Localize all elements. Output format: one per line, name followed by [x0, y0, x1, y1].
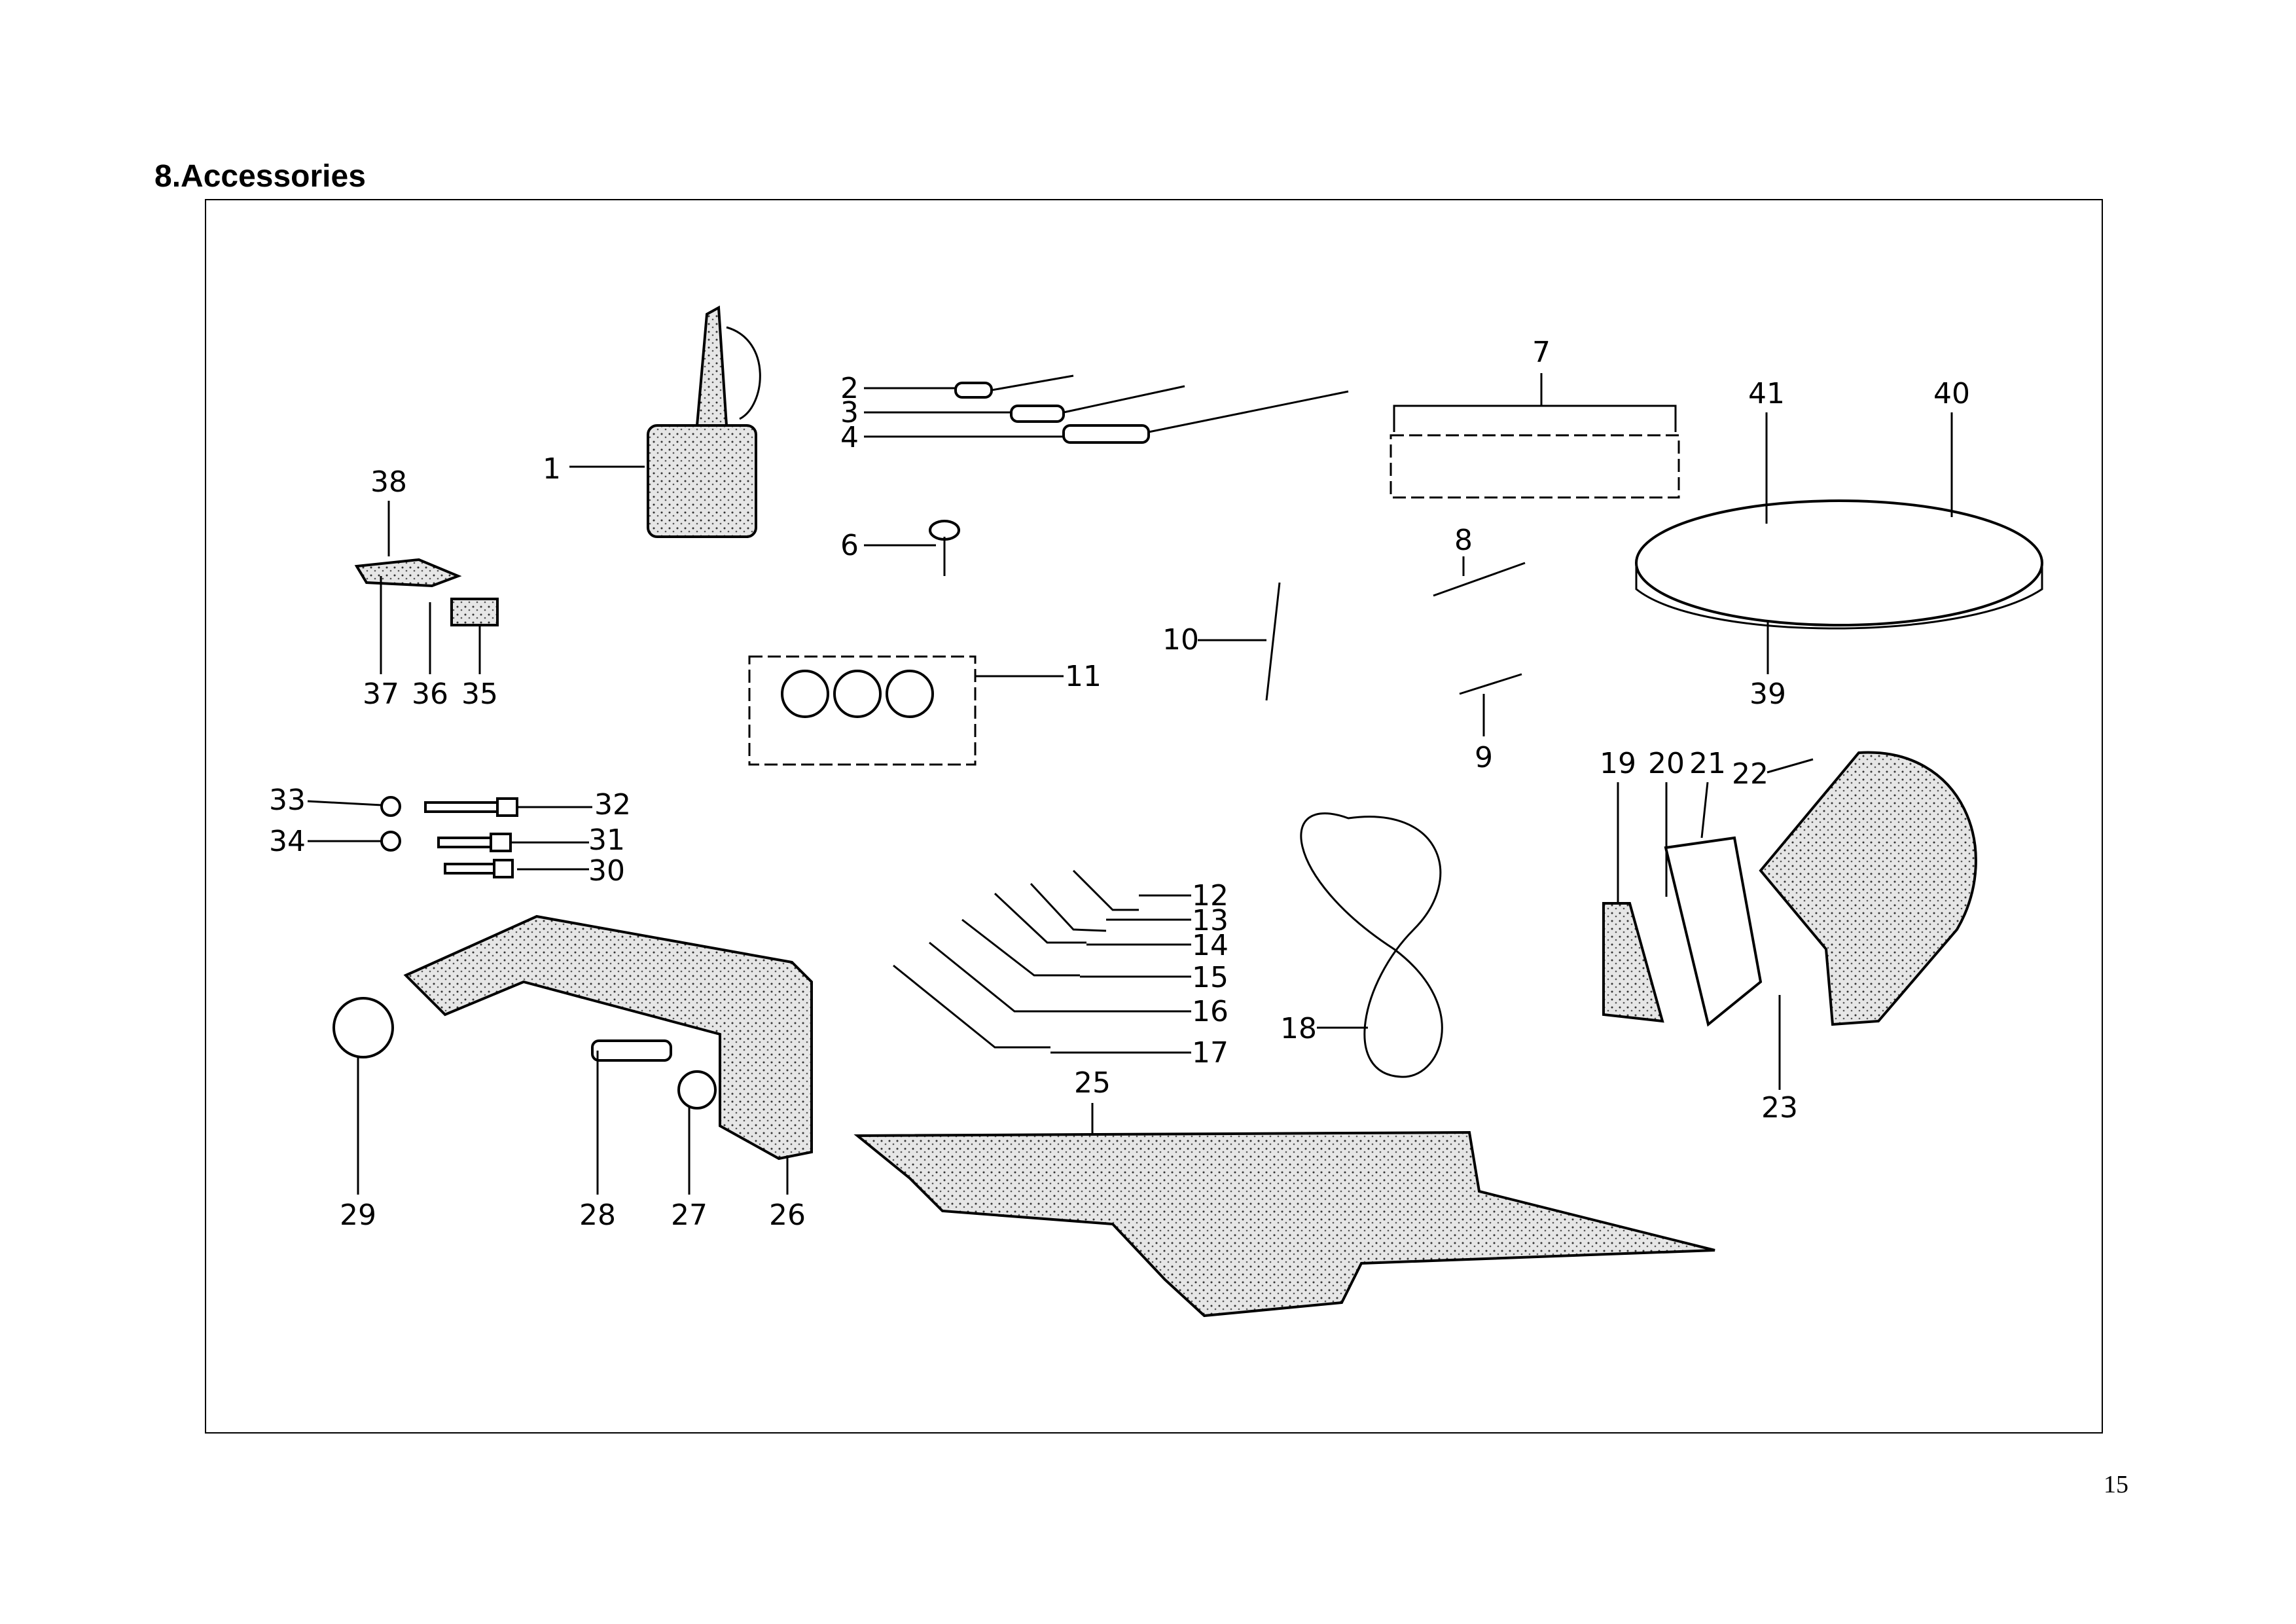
- callout-40: 40: [1933, 377, 1970, 410]
- callout-8: 8: [1454, 524, 1473, 557]
- callout-28: 28: [579, 1199, 616, 1232]
- callout-33: 33: [269, 784, 306, 817]
- callout-4: 4: [840, 421, 859, 454]
- callout-26: 26: [769, 1199, 806, 1232]
- callout-20: 20: [1648, 747, 1685, 780]
- screwdrivers: [954, 374, 1349, 444]
- callout-27: 27: [671, 1199, 708, 1232]
- needles-pack: [1390, 434, 1680, 499]
- callout-14: 14: [1192, 929, 1229, 962]
- callout-12: 12: [1192, 879, 1229, 912]
- callout-19: 19: [1600, 747, 1636, 780]
- callout-21: 21: [1689, 747, 1726, 780]
- callout-10: 10: [1162, 623, 1199, 657]
- page-number: 15: [2104, 1471, 2128, 1498]
- belt: [1300, 812, 1443, 1078]
- bobbin-disk: [1635, 499, 2043, 630]
- callout-6: 6: [840, 529, 859, 562]
- callout-17: 17: [1192, 1036, 1229, 1070]
- belt-guard: [1602, 751, 1977, 1027]
- callout-16: 16: [1192, 995, 1229, 1028]
- callout-30: 30: [588, 854, 625, 888]
- hex-keys: [893, 869, 1139, 1049]
- callout-29: 29: [340, 1199, 376, 1232]
- small-plates: [354, 558, 499, 626]
- callout-31: 31: [588, 823, 625, 857]
- callout-39: 39: [1749, 677, 1786, 711]
- callout-18: 18: [1280, 1012, 1317, 1045]
- callout-22: 22: [1732, 757, 1768, 791]
- oil-tray: [853, 1130, 1715, 1318]
- callout-34: 34: [269, 825, 306, 858]
- callout-41: 41: [1748, 377, 1785, 410]
- callout-9: 9: [1475, 741, 1493, 774]
- callout-1: 1: [543, 452, 561, 486]
- bobbins-pack: [748, 655, 977, 766]
- callout-3: 3: [840, 396, 859, 429]
- tool-10: [1265, 582, 1281, 701]
- callout-35: 35: [461, 677, 498, 711]
- section-title: 8.Accessories: [154, 159, 366, 194]
- callout-36: 36: [412, 677, 448, 711]
- callout-2: 2: [840, 372, 859, 405]
- leader-lines: [307, 373, 1953, 1195]
- callout-37: 37: [363, 677, 399, 711]
- oil-can: [647, 305, 761, 538]
- callout-32: 32: [594, 788, 631, 821]
- callout-labels: 1 2 3 4 6 7 8 9 10 11 12 13 14 15 16 17 …: [269, 336, 1970, 1232]
- callout-7: 7: [1532, 336, 1551, 369]
- callout-38: 38: [370, 465, 407, 499]
- callout-25: 25: [1074, 1066, 1111, 1100]
- diagram-frame: [205, 199, 2103, 1434]
- screws-washers: [380, 796, 518, 878]
- callout-23: 23: [1761, 1091, 1798, 1125]
- callout-15: 15: [1192, 961, 1229, 994]
- callout-11: 11: [1065, 660, 1102, 693]
- screw: [929, 520, 960, 576]
- arm-bracket: [332, 914, 813, 1161]
- callout-13: 13: [1192, 904, 1229, 937]
- wrenches: [1433, 562, 1526, 695]
